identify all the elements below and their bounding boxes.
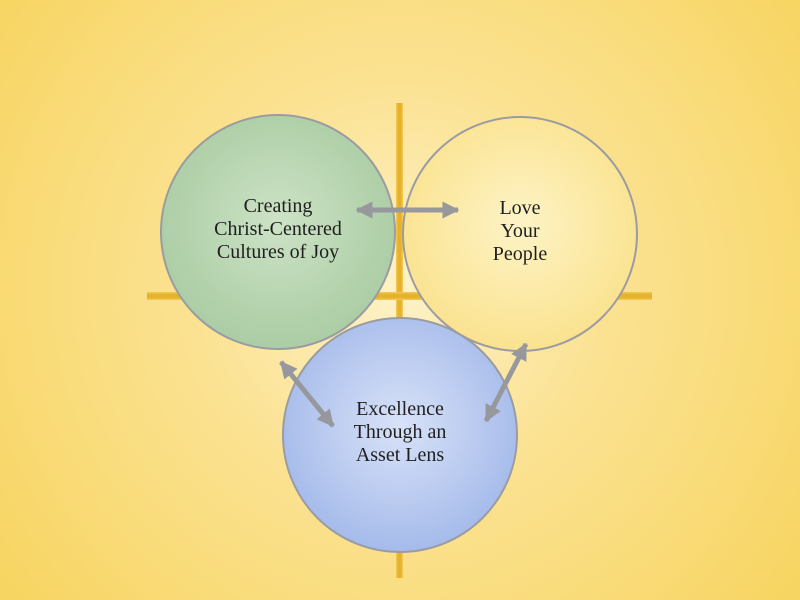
label-line: Creating [243, 194, 313, 217]
circle-cultures-of-joy-label: Creating Christ-Centered Cultures of Joy [214, 195, 342, 264]
label-line: Asset Lens [355, 443, 445, 466]
circle-excellence-asset-lens-label: Excellence Through an Asset Lens [354, 398, 447, 467]
label-line: Love [499, 196, 541, 219]
circle-love-your-people: Love Your People [402, 116, 638, 352]
label-line: Through an [353, 420, 447, 443]
circle-love-your-people-label: Love Your People [493, 197, 547, 266]
label-line: Christ-Centered [214, 217, 342, 240]
label-line: Your [500, 219, 540, 242]
label-line: Excellence [356, 397, 444, 420]
cross-horizontal-line [147, 292, 652, 300]
label-line: Cultures of Joy [216, 240, 340, 263]
label-line: People [492, 242, 548, 265]
circle-cultures-of-joy: Creating Christ-Centered Cultures of Joy [160, 114, 396, 350]
circle-excellence-asset-lens: Excellence Through an Asset Lens [282, 317, 518, 553]
